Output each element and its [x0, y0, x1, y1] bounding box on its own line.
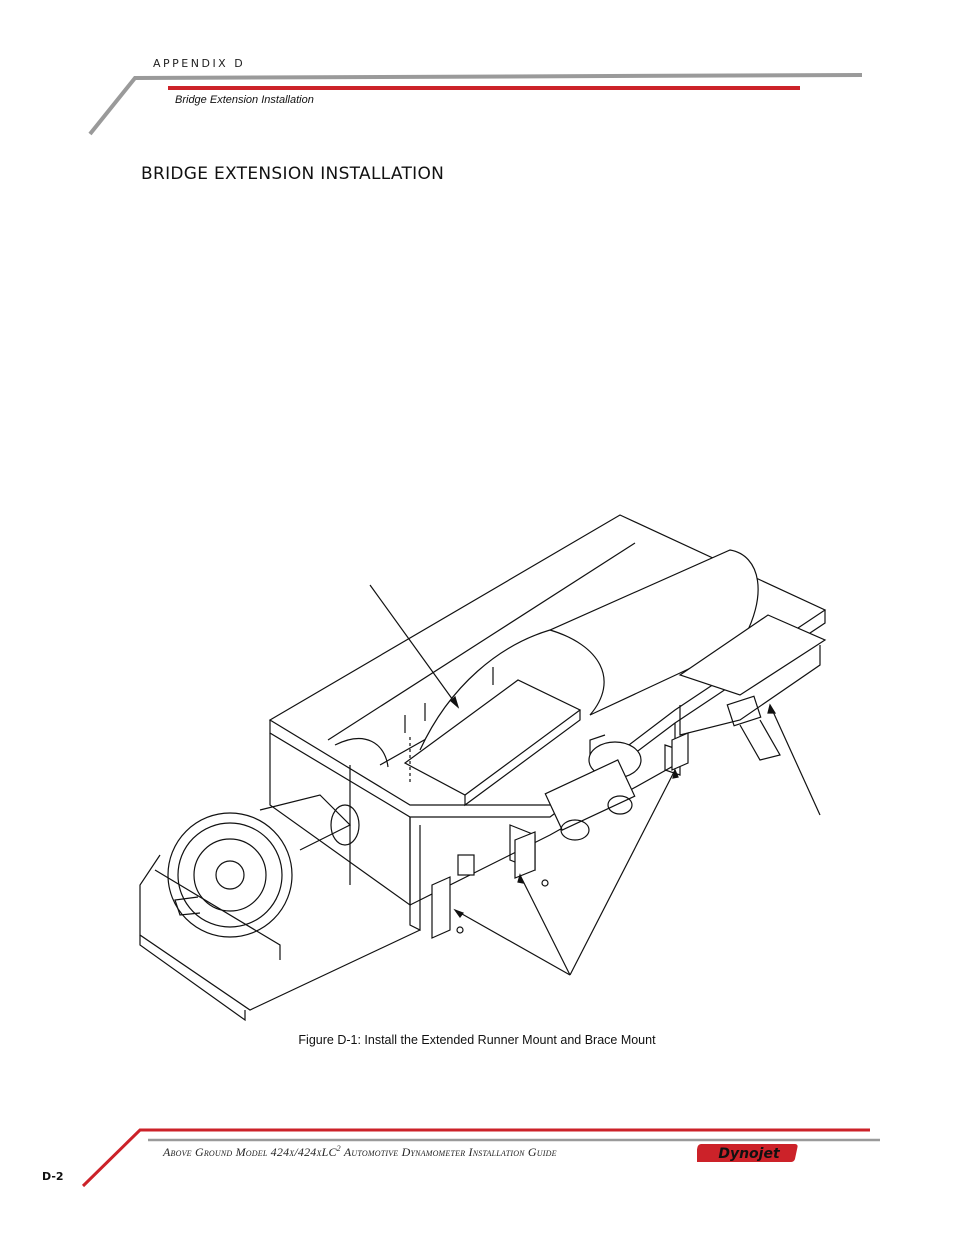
footer-rules	[81, 1128, 880, 1188]
bridge-deck	[268, 514, 827, 818]
motor-assembly	[139, 794, 421, 1022]
bolts	[404, 667, 494, 785]
callout-lines	[369, 584, 821, 976]
appendix-label: APPENDIX D	[153, 57, 246, 70]
page-number: D-2	[42, 1170, 64, 1183]
page-heading: BRIDGE EXTENSION INSTALLATION	[141, 164, 445, 184]
dynamometer-illustration	[139, 514, 827, 1022]
figure-caption: Figure D-1: Install the Extended Runner …	[298, 1033, 656, 1047]
pneumatic-assembly	[544, 734, 642, 841]
footer-title-end: Automotive Dynamometer Installation Guid…	[340, 1145, 557, 1159]
section-subtitle: Bridge Extension Installation	[175, 94, 314, 106]
header-rules	[88, 73, 863, 136]
footer-title-main: Above Ground Model 424x/424xLC	[163, 1145, 337, 1159]
footer-guide-title: Above Ground Model 424x/424xLC2 Automoti…	[163, 1144, 557, 1160]
logo-wordmark: Dynojet	[718, 1146, 781, 1162]
dynojet-logo: Dynojet	[697, 1140, 801, 1166]
mount-brackets	[431, 732, 689, 939]
footer-title-superscript: 2	[336, 1144, 341, 1153]
